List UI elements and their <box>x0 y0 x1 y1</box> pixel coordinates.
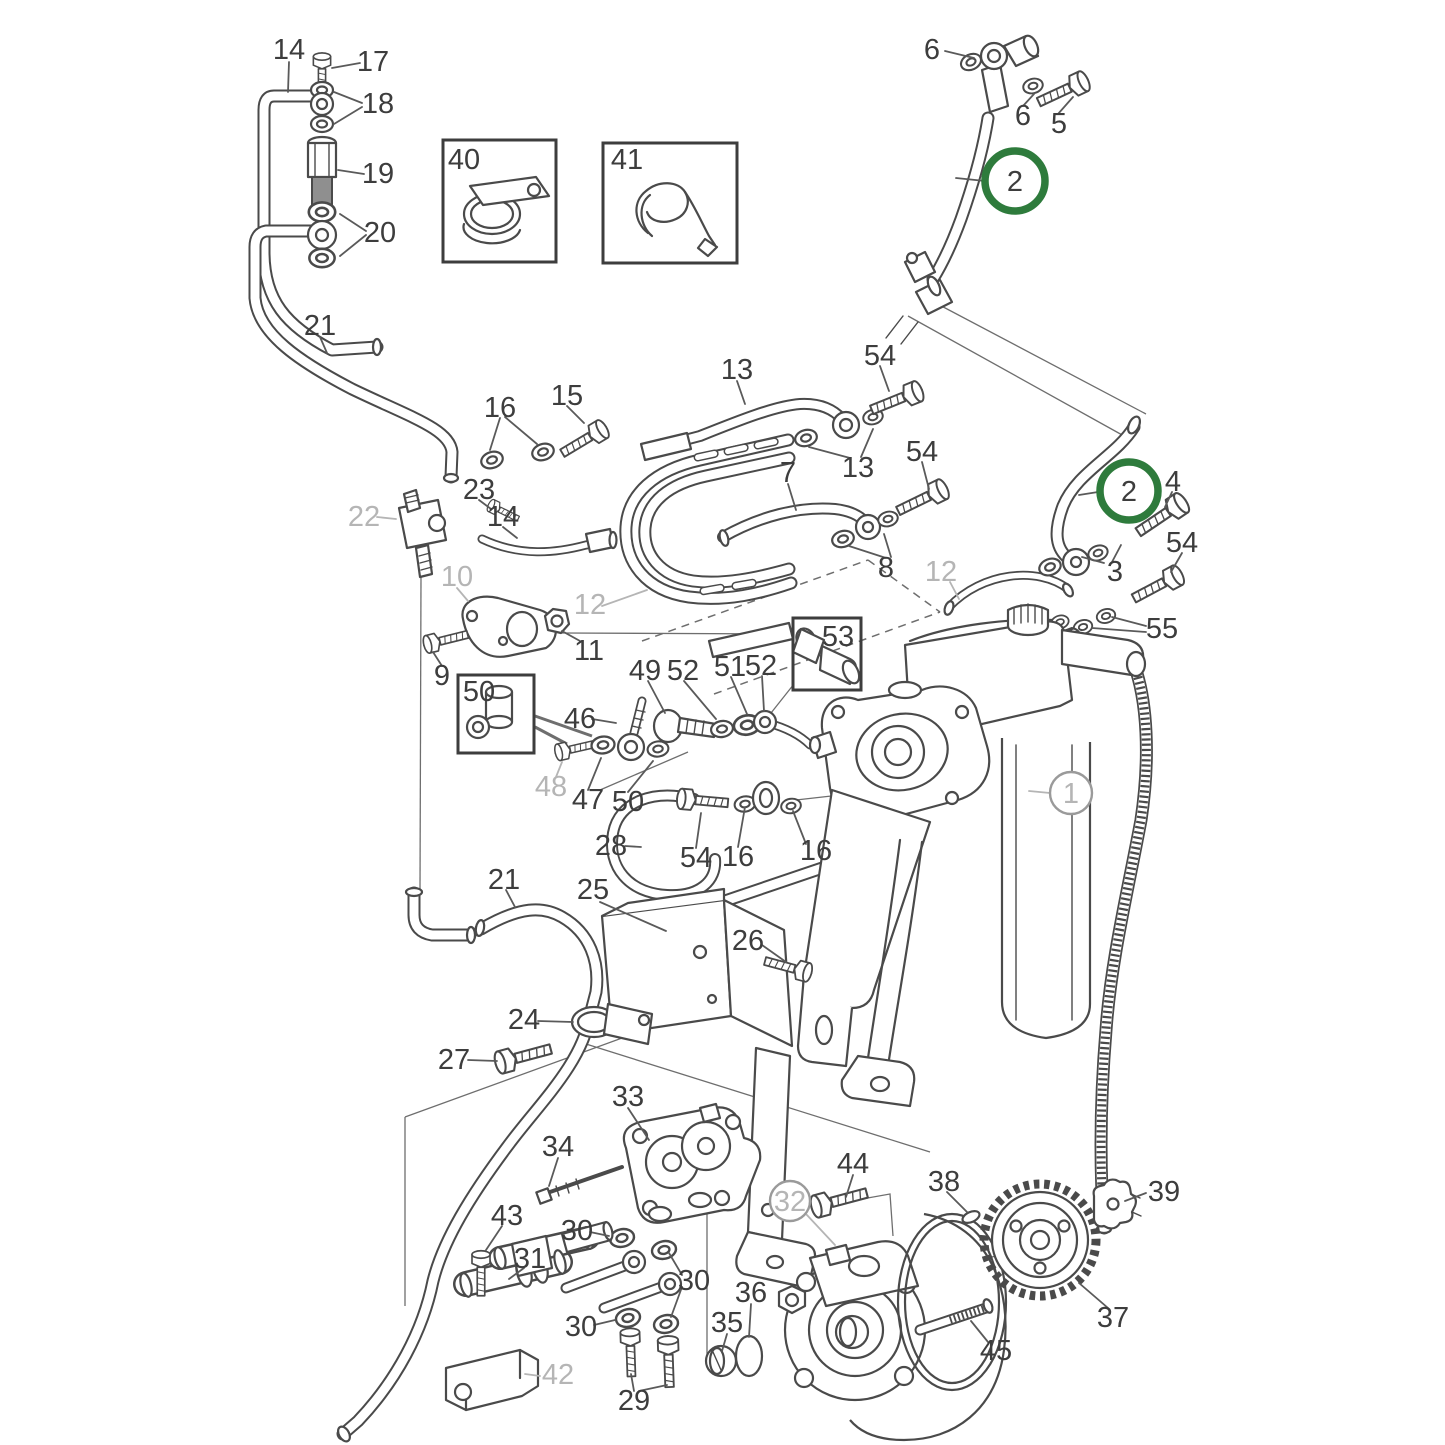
part-label-16: 16 <box>484 392 516 424</box>
part-label-12: 12 <box>574 589 606 621</box>
legend-box-40 <box>441 138 558 264</box>
center-small-parts <box>420 595 861 763</box>
part-label-43: 43 <box>491 1200 523 1232</box>
part-label-5: 5 <box>1051 108 1067 140</box>
part-label-55: 55 <box>1146 613 1178 645</box>
part-label-6: 6 <box>1015 100 1031 132</box>
part-label-28: 28 <box>595 830 627 862</box>
part-label-21: 21 <box>488 864 520 896</box>
bracket-25-group <box>491 887 817 1290</box>
part-label-54: 54 <box>906 436 938 468</box>
part-label-10: 10 <box>441 561 473 593</box>
part-label-46: 46 <box>564 703 596 735</box>
top-right-fitting <box>885 34 1094 345</box>
part-label-52: 52 <box>667 655 699 687</box>
part-label-26: 26 <box>732 925 764 957</box>
steering-pump-group <box>704 1178 1142 1402</box>
legend-box-41 <box>601 141 739 265</box>
ref-circle-label-32: 32 <box>774 1186 806 1218</box>
part-label-14: 14 <box>273 34 305 66</box>
oil-pump-33-group <box>444 1102 762 1412</box>
part-label-17: 17 <box>357 46 389 78</box>
legend-box-label-41: 41 <box>611 144 643 176</box>
ref-circle-part-32 <box>768 1179 812 1223</box>
part-label-54: 54 <box>680 842 712 874</box>
highlight-circle-part-2 <box>981 147 1049 215</box>
part-label-13: 13 <box>842 452 874 484</box>
part-label-11: 11 <box>574 635 604 667</box>
hose28-fittings <box>675 780 803 816</box>
part-label-8: 8 <box>878 552 894 584</box>
part-label-23: 23 <box>463 474 495 506</box>
legend-box-50 <box>456 673 536 755</box>
part-label-54: 54 <box>864 340 896 372</box>
part-label-6: 6 <box>924 34 940 66</box>
legend-box-label-53: 53 <box>822 621 854 653</box>
part-label-35: 35 <box>711 1307 743 1339</box>
part-label-13: 13 <box>721 354 753 386</box>
part-label-52: 52 <box>745 650 777 682</box>
part-label-3: 3 <box>1107 556 1123 588</box>
part-label-51: 51 <box>714 651 746 683</box>
part-label-9: 9 <box>434 660 450 692</box>
part-label-4: 4 <box>1165 466 1181 498</box>
part-label-7: 7 <box>780 457 796 489</box>
leader-lines <box>287 50 1183 1392</box>
clamp-icon <box>462 175 551 245</box>
fitting-stack <box>306 52 338 269</box>
legend-boxes: 40 41 50 53 <box>441 138 863 755</box>
highlight-circle-label-2: 2 <box>1007 166 1023 198</box>
part-label-47: 47 <box>572 784 604 816</box>
ref-circle-label-1: 1 <box>1063 778 1079 810</box>
part-label-27: 27 <box>438 1044 470 1076</box>
part-label-30: 30 <box>561 1215 593 1247</box>
reservoir-pump-assembly <box>796 603 1147 1442</box>
construction-lines <box>404 299 1147 1355</box>
part-label-42: 42 <box>542 1359 574 1391</box>
part-label-22: 22 <box>348 501 380 533</box>
part-label-49: 49 <box>629 655 661 687</box>
part-label-21: 21 <box>304 310 336 342</box>
part-label-29: 29 <box>618 1385 650 1417</box>
part-label-54: 54 <box>1166 527 1198 559</box>
cable-tie-icon <box>635 182 719 258</box>
ref-circle-part-1 <box>1048 770 1094 816</box>
highlight-circle-label-2: 2 <box>1121 476 1137 508</box>
part-label-45: 45 <box>980 1335 1012 1367</box>
part-label-12: 12 <box>925 556 957 588</box>
part-label-39: 39 <box>1148 1176 1180 1208</box>
part-label-44: 44 <box>837 1148 869 1180</box>
part-label-18: 18 <box>362 88 394 120</box>
part-label-37: 37 <box>1097 1302 1129 1334</box>
part-label-20: 20 <box>364 217 396 249</box>
part-label-24: 24 <box>508 1004 540 1036</box>
part-label-38: 38 <box>928 1166 960 1198</box>
part-label-33: 33 <box>612 1081 644 1113</box>
callout-circles: 2 2 1 32 <box>768 147 1162 1223</box>
part-label-16: 16 <box>722 841 754 873</box>
part-label-19: 19 <box>362 158 394 190</box>
hoses-and-pipes <box>255 96 1146 1443</box>
part-label-25: 25 <box>577 874 609 906</box>
part-label-14: 14 <box>487 501 519 533</box>
part-label-31: 31 <box>514 1243 546 1275</box>
legend-box-53 <box>791 616 863 692</box>
highlight-circle-part-2 <box>1096 458 1162 524</box>
part-label-50: 50 <box>612 786 644 818</box>
part-label-16: 16 <box>800 835 832 867</box>
legend-box-label-40: 40 <box>448 144 480 176</box>
part-label-15: 15 <box>551 380 583 412</box>
part-label-34: 34 <box>542 1131 574 1163</box>
part-label-30: 30 <box>565 1311 597 1343</box>
part-label-48: 48 <box>535 771 567 803</box>
part-label-30: 30 <box>678 1265 710 1297</box>
mid-pipes-fittings <box>397 378 953 579</box>
legend-box-label-50: 50 <box>463 676 495 708</box>
part-label-36: 36 <box>735 1277 767 1309</box>
